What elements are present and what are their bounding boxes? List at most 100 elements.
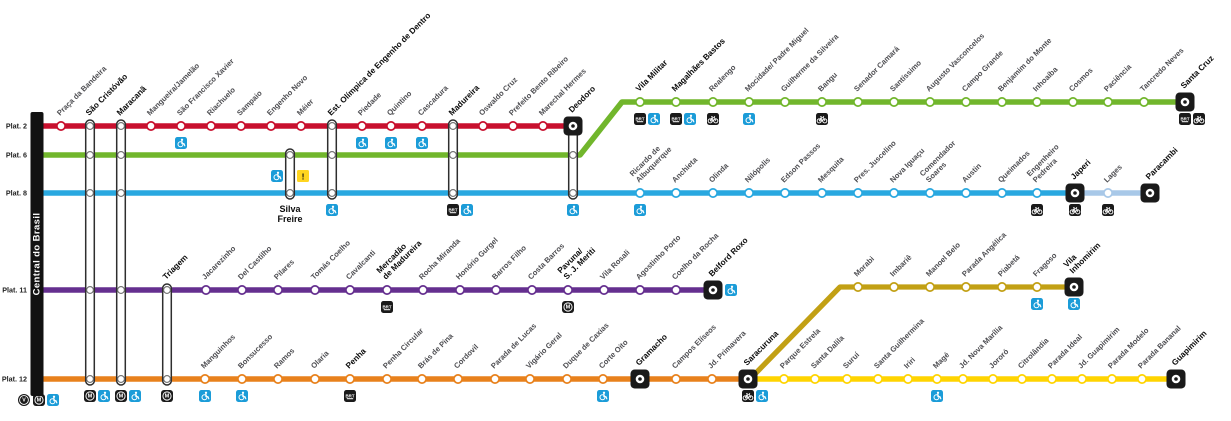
connector-station-dot — [117, 189, 125, 197]
station-dot — [744, 188, 754, 198]
brt-icon: BRT — [1179, 113, 1191, 125]
line-vila-inhomirim-branch — [750, 284, 1074, 379]
station-dot — [671, 188, 681, 198]
station-dot — [538, 121, 548, 131]
station-label: Inhoaíba — [1031, 64, 1060, 93]
station-label: Realengo — [707, 63, 738, 94]
accessibility-icon — [199, 390, 211, 402]
station-dot — [1107, 374, 1117, 384]
connector-station-dot — [117, 151, 125, 159]
accessibility-icon — [1068, 298, 1080, 310]
station-label: Fragoso — [1031, 251, 1059, 279]
wheelchair-head — [276, 171, 280, 174]
wheelchair-head — [1036, 299, 1040, 302]
station-dot — [417, 121, 427, 131]
accessibility-icon — [597, 390, 609, 402]
bike-frame — [744, 392, 752, 399]
bike-frame — [1195, 115, 1203, 122]
station-dot — [56, 121, 66, 131]
connector-station-dot — [86, 189, 94, 197]
station-dot — [853, 97, 863, 107]
station-dot — [273, 374, 283, 384]
accessibility-icon — [756, 390, 768, 402]
metro-icon: M — [562, 301, 574, 313]
accessibility-icon-bg — [129, 390, 141, 402]
transfer-connector — [161, 283, 173, 386]
wheelchair-head — [653, 114, 657, 117]
metro-icon: M — [161, 390, 173, 402]
station-label: Nilópolis — [743, 155, 772, 184]
station-dot — [635, 188, 645, 198]
station-label: Vigário Geral — [524, 331, 564, 371]
station-label: Piabetá — [996, 252, 1022, 278]
connector-station-dot — [449, 122, 457, 130]
accessibility-icon — [175, 137, 187, 149]
station-label: Jororó — [987, 347, 1011, 371]
vlt-icon-ring — [19, 395, 29, 405]
accessibility-icon-bg — [236, 390, 248, 402]
metro-icon-ring — [116, 391, 126, 401]
station-dot — [744, 97, 754, 107]
transfer-connector — [115, 119, 127, 386]
station-label: Vila Militar — [634, 58, 670, 94]
station-label: Saracuruna — [742, 329, 781, 368]
station-label: Mangueira/Jamelão — [145, 61, 201, 117]
terminal-station-dot-center — [1073, 191, 1077, 195]
station-label: Cavalcanti — [344, 248, 377, 281]
accessibility-icon — [931, 390, 943, 402]
wheelchair-wheel — [49, 398, 56, 405]
accessibility-icon — [236, 390, 248, 402]
station-label: Piedade — [356, 90, 383, 117]
accessibility-icon-bg — [597, 390, 609, 402]
transfer-connector — [567, 127, 579, 200]
station-dot — [386, 121, 396, 131]
metro-icon-ring — [162, 391, 172, 401]
station-dot — [455, 285, 465, 295]
station-dot — [1139, 97, 1149, 107]
station-dot — [958, 374, 968, 384]
wheelchair-head — [180, 138, 184, 141]
brt-icon-text: BRT — [382, 304, 391, 309]
station-label: Magé — [931, 350, 951, 370]
wheelchair-head — [103, 391, 107, 394]
station-dot — [453, 374, 463, 384]
station-dot — [961, 97, 971, 107]
connector-station-dot — [86, 286, 94, 294]
station-dot — [525, 374, 535, 384]
station-dot — [1103, 188, 1113, 198]
accessibility-icon-bg — [1031, 298, 1043, 310]
station-dot — [810, 374, 820, 384]
terminal-station-dot-center — [1183, 100, 1187, 104]
bike-icon — [1069, 204, 1081, 216]
connector-station-dot — [163, 286, 171, 294]
station-label: Praça da Bandeira — [55, 64, 109, 118]
connector-station-dot — [328, 122, 336, 130]
station-dot — [598, 374, 608, 384]
wheelchair-wheel — [758, 394, 765, 401]
connector-station-dot — [86, 151, 94, 159]
brt-icon-text: BRT — [635, 116, 644, 121]
station-dot — [779, 374, 789, 384]
station-label: Méier — [295, 97, 315, 117]
accessibility-icon-bg — [326, 204, 338, 216]
accessibility-icon-bg — [634, 204, 646, 216]
station-label: Quintino — [385, 89, 414, 118]
bike-icon — [1102, 204, 1114, 216]
station-label: ComendadorSoares — [918, 139, 964, 185]
station-dot — [780, 97, 790, 107]
station-label: Madureira — [447, 83, 481, 117]
station-dot — [708, 188, 718, 198]
station-label: Corte Oito — [597, 338, 630, 371]
station-dot — [146, 121, 156, 131]
bike-icon — [707, 113, 719, 125]
accessibility-icon-bg — [199, 390, 211, 402]
station-label: Manguinhos — [199, 332, 237, 370]
warning-icon-bg — [297, 170, 309, 182]
station-dot — [853, 188, 863, 198]
accessibility-icon-bg — [648, 113, 660, 125]
metro-icon-letter: M — [165, 393, 170, 399]
station-dot — [707, 374, 717, 384]
station-dot — [671, 285, 681, 295]
terminal-station-dot-center — [1148, 191, 1152, 195]
station-dot — [1017, 374, 1027, 384]
